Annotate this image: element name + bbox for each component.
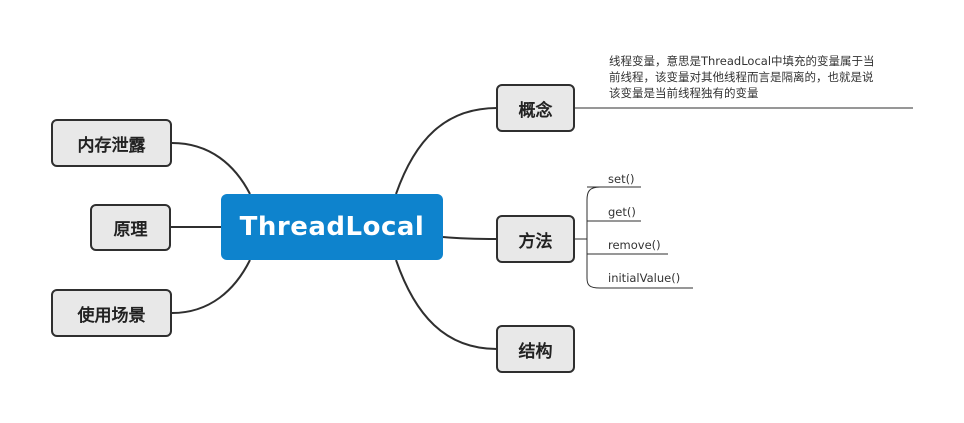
method-item-initialvalue[interactable]: initialValue() bbox=[608, 271, 681, 285]
node-principle[interactable]: 原理 bbox=[90, 204, 171, 251]
root-label: ThreadLocal bbox=[239, 212, 425, 242]
node-methods[interactable]: 方法 bbox=[496, 215, 575, 263]
method-item-set[interactable]: set() bbox=[608, 172, 635, 186]
connector-structure bbox=[395, 259, 498, 350]
method-item-get[interactable]: get() bbox=[608, 205, 636, 219]
node-label: 结构 bbox=[518, 341, 553, 362]
methods-bracket bbox=[586, 186, 601, 289]
root-node-threadlocal[interactable]: ThreadLocal bbox=[221, 194, 443, 260]
concept-note-line: 线程变量，意思是ThreadLocal中填充的变量属于当 bbox=[609, 54, 875, 68]
connector-methods bbox=[442, 236, 498, 240]
concept-note: 线程变量，意思是ThreadLocal中填充的变量属于当 前线程，该变量对其他线… bbox=[609, 53, 875, 101]
node-label: 方法 bbox=[518, 231, 553, 252]
concept-note-line: 前线程，该变量对其他线程而言是隔离的，也就是说 bbox=[609, 70, 874, 84]
node-memory-leak[interactable]: 内存泄露 bbox=[51, 119, 172, 167]
node-use-cases[interactable]: 使用场景 bbox=[51, 289, 172, 337]
node-label: 使用场景 bbox=[77, 305, 146, 326]
connector-use-cases bbox=[171, 259, 251, 314]
concept-note-line: 该变量是当前线程独有的变量 bbox=[609, 86, 759, 100]
node-concept[interactable]: 概念 bbox=[496, 84, 575, 132]
node-structure[interactable]: 结构 bbox=[496, 325, 575, 373]
node-label: 原理 bbox=[113, 220, 148, 240]
method-item-remove[interactable]: remove() bbox=[608, 238, 661, 252]
node-label: 内存泄露 bbox=[77, 135, 146, 156]
connector-concept bbox=[395, 107, 498, 195]
connector-memory-leak bbox=[171, 142, 251, 195]
node-label: 概念 bbox=[518, 100, 553, 121]
